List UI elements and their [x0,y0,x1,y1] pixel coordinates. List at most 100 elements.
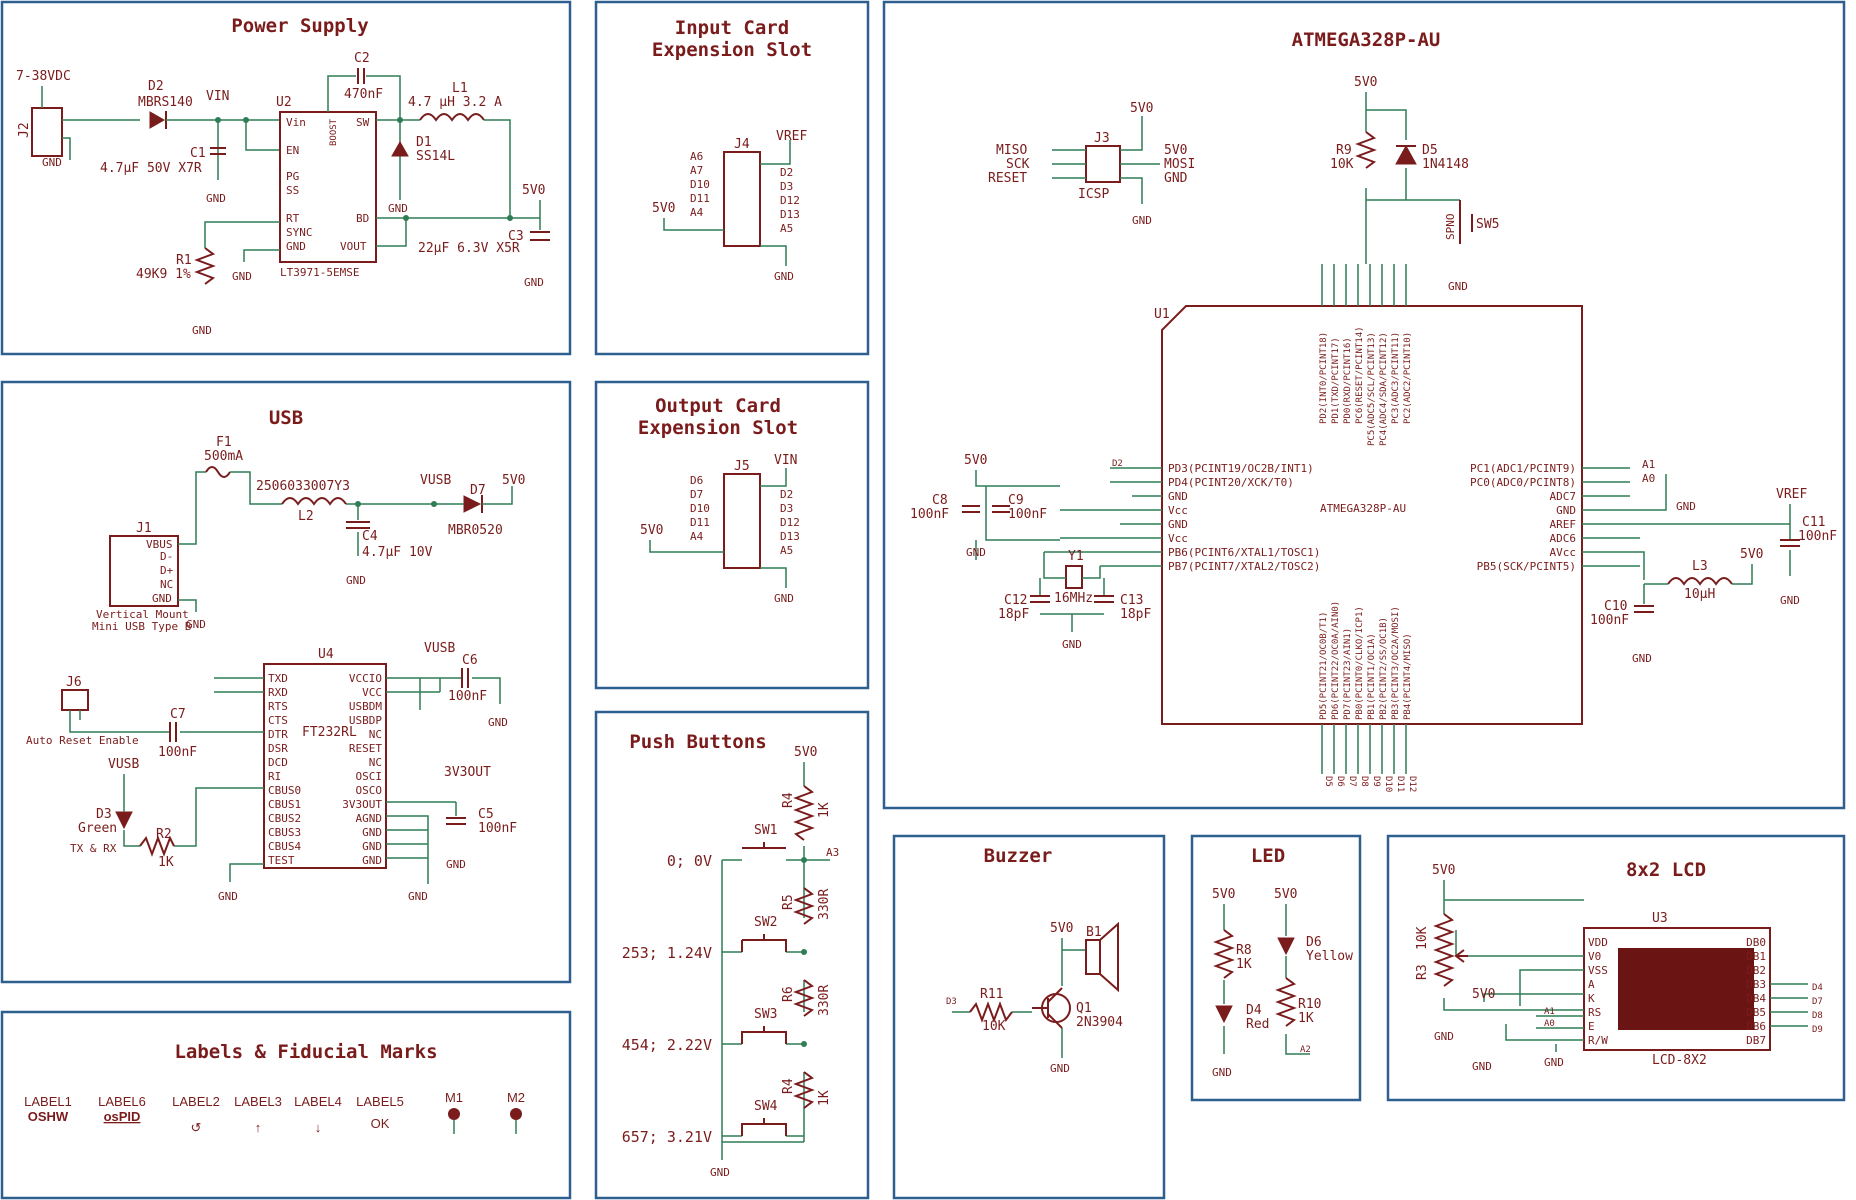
u1-pin-avcc: AVcc [1550,546,1577,559]
svg-text:OSCI: OSCI [356,770,383,783]
r1-ref: R1 [176,253,192,268]
c6-gnd: GND [488,716,508,729]
lcd-net-a1: A1 [1544,1007,1555,1017]
c12-ref: C12 [1004,593,1027,608]
u1-pin-pb3: PB3(PCINT3/OC2A/MOSI) [1391,606,1401,720]
lcd-5v0-mid: 5V0 [1472,987,1495,1002]
d3-led [115,811,133,830]
u1-net-d12: D12 [1407,776,1417,792]
c11-value: 100nF [1798,529,1837,544]
led-frame [1190,834,1362,1102]
svg-text:DB6: DB6 [1746,1020,1766,1033]
r3-value: 10K [1415,926,1430,950]
r9-resistor [1355,131,1377,169]
svg-text:V0: V0 [1588,950,1601,963]
icsp-gnd: GND [1164,171,1188,186]
j3-header [1085,145,1121,183]
u1-pin-aref: AREF [1550,518,1577,531]
j4-net-a6: A6 [690,150,703,163]
lcd-title: 8x2 LCD [1626,859,1706,881]
svg-text:RS: RS [1588,1006,1601,1019]
c5-value: 100nF [478,821,517,836]
buzzer-5v0: 5V0 [1050,921,1073,936]
j6-jumper [61,689,89,711]
u1-net-d10: D10 [1383,776,1393,792]
c11-cap [1780,539,1800,547]
led-net-a2: A2 [1300,1045,1311,1055]
u1-pin-adc7: ADC7 [1550,490,1577,503]
c10-value: 100nF [1590,613,1629,628]
r8-resistor [1213,929,1235,979]
label1-ref: LABEL1 [24,1094,72,1109]
d5-value: 1N4148 [1422,157,1469,172]
led-gnd: GND [1212,1066,1232,1079]
u1-pin-gnd-1: GND [1168,490,1188,503]
c3-value: 22µF 6.3V X5R [418,241,520,256]
c8-value: 100nF [910,507,949,522]
r3-potentiometer [1433,913,1455,987]
c9-value: 100nF [1008,507,1047,522]
u1-pin-pd4: PD4(PCINT20/XCK/T0) [1168,476,1294,489]
u2-pin-sw: SW [356,116,370,129]
m2-fiducial [510,1108,522,1120]
j1-pin-gnd: GND [152,592,172,605]
r10-resistor [1275,977,1297,1027]
button-level-3: 657; 3.21V [622,1128,712,1146]
c11-gnd: GND [1780,594,1800,607]
d7-diode [463,495,482,513]
c12-value: 18pF [998,607,1029,622]
j5-5v0: 5V0 [640,523,663,538]
d7-ref: D7 [470,483,486,498]
j4-vref: VREF [776,129,807,144]
u1-center-label: ATMEGA328P-AU [1320,502,1406,515]
u1-pin-pd0: PD0(RXD/PCINT16) [1343,337,1353,424]
u2-pin-rt: RT [286,212,300,225]
sw4-ref: SW4 [754,1099,778,1114]
u1-pin-vcc-1: Vcc [1168,504,1188,517]
l3-ref: L3 [1692,559,1708,574]
c4-gnd: GND [346,574,366,587]
icsp-5v0: 5V0 [1164,143,1187,158]
svg-text:CTS: CTS [268,714,288,727]
r9-ref: R9 [1336,143,1352,158]
output-card-title-1: Output Card [655,395,781,417]
c8-ref: C8 [932,493,948,508]
l3-value: 10µH [1684,587,1715,602]
svg-text:NC: NC [369,756,382,769]
j4-net-d11: D11 [690,192,710,205]
svg-text:TEST: TEST [268,854,295,867]
c4-cap [346,521,370,529]
u1-net-d11: D11 [1395,776,1405,792]
power-title: Power Supply [231,15,368,37]
buzzer-net-d3: D3 [946,997,957,1007]
c13-value: 18pF [1120,607,1151,622]
buzzer-frame [892,834,1166,1200]
b1-ref: B1 [1086,925,1102,940]
m1-ref: M1 [445,1090,463,1105]
labels-sheet: Labels & Fiducial Marks LABEL1 OSHW LABE… [24,1041,525,1135]
lcd-gnd-2: GND [1544,1056,1564,1069]
lcd-net-d7: D7 [1812,997,1823,1007]
j5-net-d12: D12 [780,516,800,529]
j4-net-d3: D3 [780,180,793,193]
d6-value: Yellow [1306,949,1353,964]
usb-sheet: USB J1 VBUS D- D+ NC GND Vertical Mount … [26,407,525,903]
c7-value: 100nF [158,745,197,760]
l3-inductor [1667,577,1733,586]
m1-fiducial [448,1108,460,1120]
u2-pin-sync: SYNC [286,226,313,239]
j5-net-d13: D13 [780,530,800,543]
svg-text:DB2: DB2 [1746,964,1766,977]
svg-text:DB3: DB3 [1746,978,1766,991]
u1-chip [1161,305,1583,725]
j1-desc-2: Mini USB Type B [92,620,192,633]
sw5-ref: SW5 [1476,217,1499,232]
svg-text:A: A [1588,978,1595,991]
u1-pin-pd5: PD5(PCINT21/OC0B/T1) [1319,612,1329,720]
r3-gnd: GND [1434,1030,1454,1043]
label4-ref: LABEL4 [294,1094,342,1109]
output-card-frame [594,380,870,690]
r3-ref: R3 [1415,964,1430,980]
mcu-frame [882,0,1846,810]
c10-ref: C10 [1604,599,1627,614]
